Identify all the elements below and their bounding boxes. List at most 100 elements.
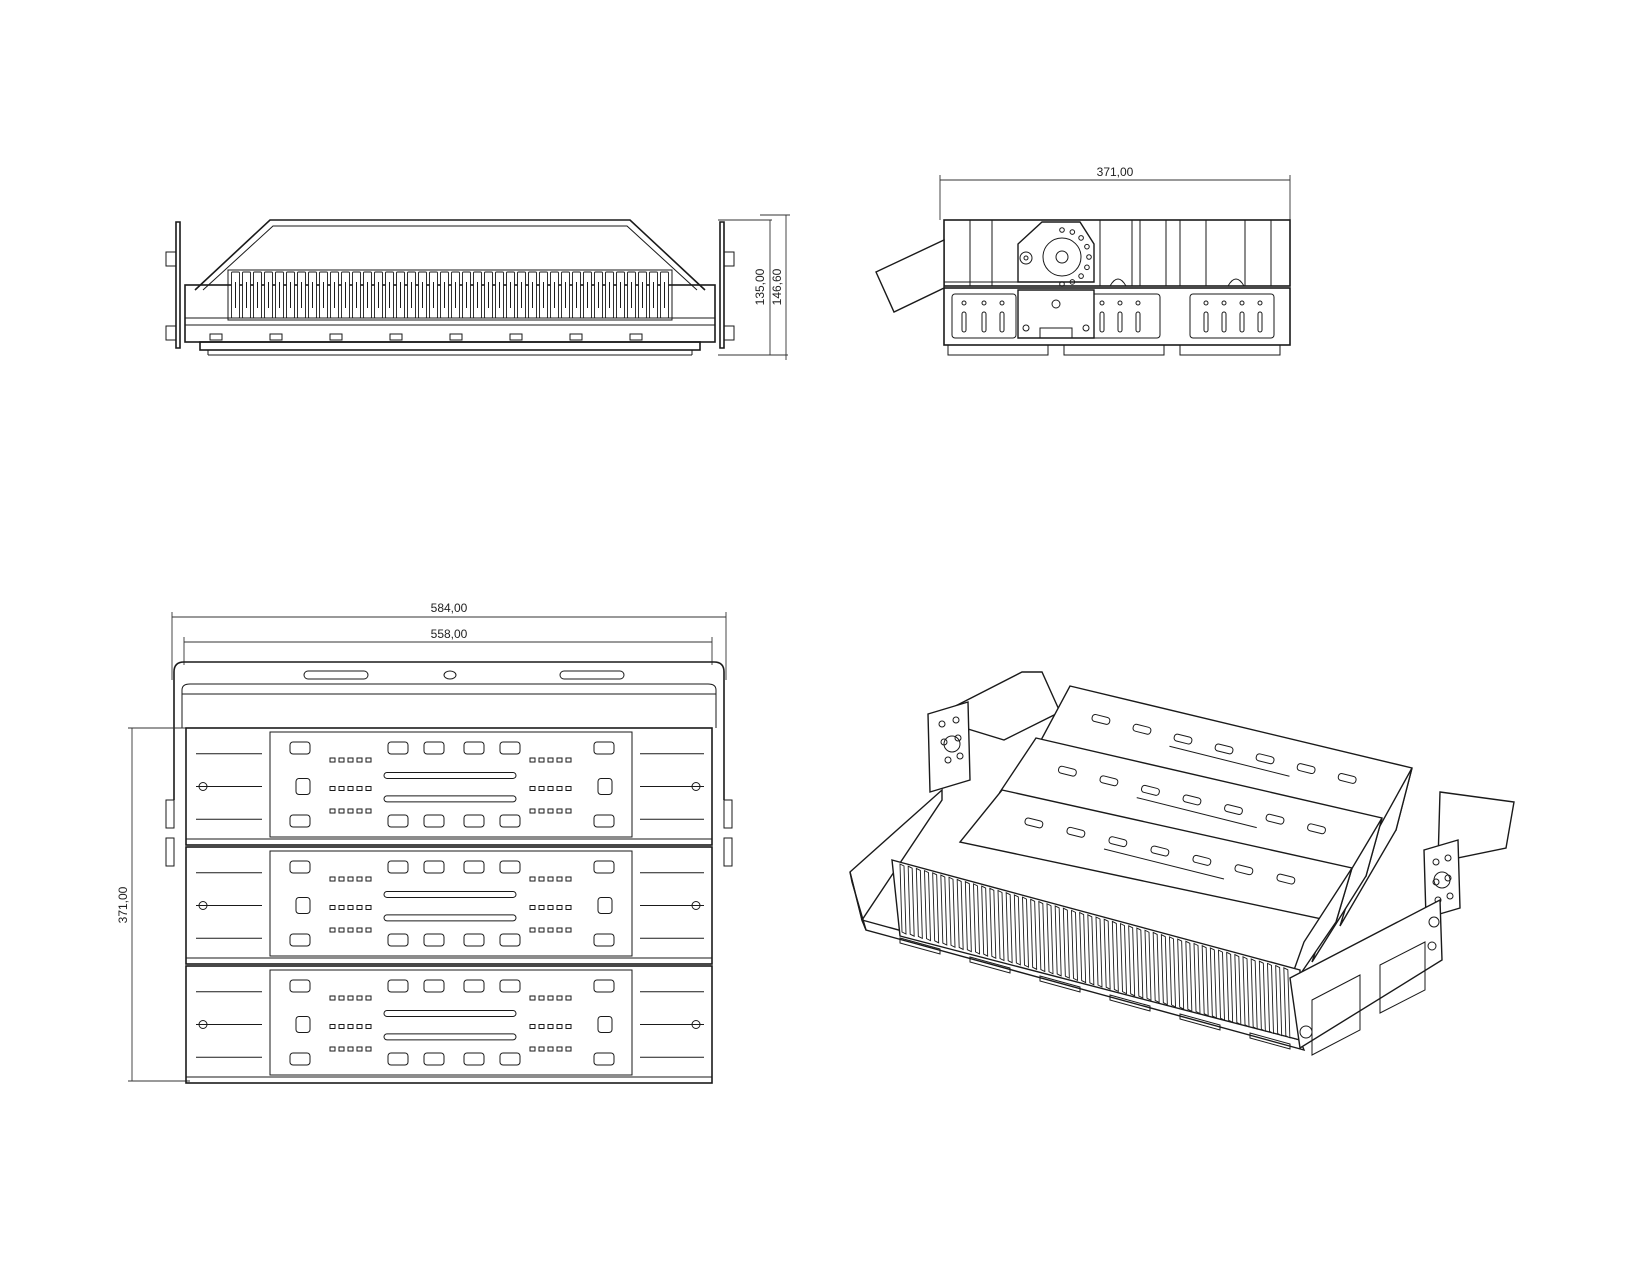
iso-yoke-hole	[944, 756, 952, 764]
top-module-pad	[387, 860, 409, 874]
top-module-dot	[347, 995, 354, 1001]
iso-foot	[1039, 975, 1081, 993]
iso-yoke-hole	[1444, 854, 1452, 862]
top-module-dot	[556, 876, 563, 882]
iso-module-slot	[1108, 836, 1128, 848]
top-dim-total-width: 584,00	[431, 601, 468, 615]
top-module-pad	[423, 741, 445, 755]
top-module-dot	[338, 927, 345, 933]
top-module-slot	[383, 771, 517, 779]
iso-module-long-slot	[1136, 797, 1257, 829]
top-module-plate	[269, 850, 633, 957]
front-foot	[389, 333, 403, 341]
iso-module-slot	[1296, 763, 1316, 775]
iso-fin	[956, 878, 964, 951]
front-dim-height-inner: 135,00	[753, 268, 767, 305]
top-module-dot	[565, 786, 572, 791]
top-module-plate	[269, 969, 633, 1076]
top-module-pad	[463, 741, 485, 755]
top-module-dot	[338, 905, 345, 910]
top-module-dot	[338, 808, 345, 814]
iso-right-yoke-holes	[1432, 854, 1454, 904]
top-module-slot	[383, 795, 517, 803]
iso-yoke-pivot	[1433, 871, 1451, 889]
front-mount-feet	[209, 333, 643, 341]
iso-fin	[964, 880, 972, 953]
top-module-dot	[329, 876, 336, 882]
iso-fin	[1226, 951, 1234, 1024]
iso-module-slot	[1192, 854, 1212, 866]
iso-module-slot	[1307, 823, 1326, 835]
iso-fin	[915, 867, 923, 940]
top-module-pad	[423, 814, 445, 828]
top-module-dot	[556, 927, 563, 933]
top-module-dot	[565, 995, 572, 1001]
top-module-dot	[347, 808, 354, 814]
front-foot	[209, 333, 223, 341]
iso-bottom-feet	[899, 937, 1291, 1050]
top-module-pad	[289, 979, 311, 993]
top-module-dot	[365, 927, 372, 933]
top-module-dot	[329, 757, 336, 763]
top-module-dot	[538, 876, 545, 882]
side-slot	[1099, 311, 1105, 333]
side-adjust-ring	[1059, 227, 1092, 287]
top-module-dot	[356, 757, 363, 763]
top-module-dot	[356, 995, 363, 1001]
iso-fin	[907, 865, 915, 937]
iso-fin	[1152, 931, 1160, 1004]
iso-fin	[1054, 905, 1062, 977]
iso-foot	[969, 956, 1011, 974]
side-ring-hole	[1084, 243, 1090, 250]
iso-fin	[1201, 944, 1209, 1017]
side-dim-width: 371,00	[1097, 165, 1134, 179]
top-module-dot	[538, 1046, 545, 1052]
top-module-pad	[597, 1016, 613, 1033]
top-module-dot	[556, 905, 563, 910]
top-module-pad	[463, 1052, 485, 1066]
top-module-dot	[538, 757, 545, 763]
iso-module-slot	[1057, 765, 1077, 777]
top-module-dot	[538, 927, 545, 933]
top-module-dot	[338, 995, 345, 1001]
top-module-pad	[289, 933, 311, 947]
side-slot	[961, 311, 967, 333]
top-module-pad	[423, 860, 445, 874]
iso-fin	[1234, 953, 1242, 1026]
iso-fin	[1095, 916, 1103, 988]
top-module-dot	[365, 995, 372, 1001]
front-foot	[449, 333, 463, 341]
iso-module-slot	[1173, 733, 1193, 745]
iso-module-slot	[1265, 813, 1285, 825]
top-module-dot	[365, 757, 372, 763]
top-module-pad	[387, 741, 409, 755]
iso-foot	[1109, 994, 1151, 1012]
top-module-dot	[529, 1024, 536, 1029]
top-module-slot	[383, 914, 517, 922]
side-mount-slots	[961, 300, 1263, 333]
top-module-screw	[198, 901, 208, 910]
front-foot	[629, 333, 643, 341]
top-module-dot	[347, 786, 354, 791]
iso-fin	[948, 876, 956, 948]
top-module-pad	[499, 741, 521, 755]
top-module-pad	[423, 979, 445, 993]
top-module-dot	[547, 786, 554, 791]
iso-foot	[899, 937, 941, 955]
side-slot	[1257, 311, 1263, 333]
top-module-pad	[387, 814, 409, 828]
iso-fin	[1136, 927, 1144, 999]
top-module-dot	[565, 757, 572, 763]
top-module-pad	[289, 814, 311, 828]
iso-heatsink-fins	[899, 863, 1291, 1039]
iso-module-slot	[1276, 873, 1296, 885]
iso-fin	[1258, 960, 1266, 1032]
top-module-dot	[529, 808, 536, 814]
side-slot	[1203, 311, 1209, 333]
top-module-dot	[538, 905, 545, 910]
top-module-dot	[547, 995, 554, 1001]
top-module-dot	[565, 905, 572, 910]
side-ring-hole	[1084, 264, 1090, 271]
iso-foot	[1179, 1013, 1221, 1031]
top-module-dot	[347, 876, 354, 882]
